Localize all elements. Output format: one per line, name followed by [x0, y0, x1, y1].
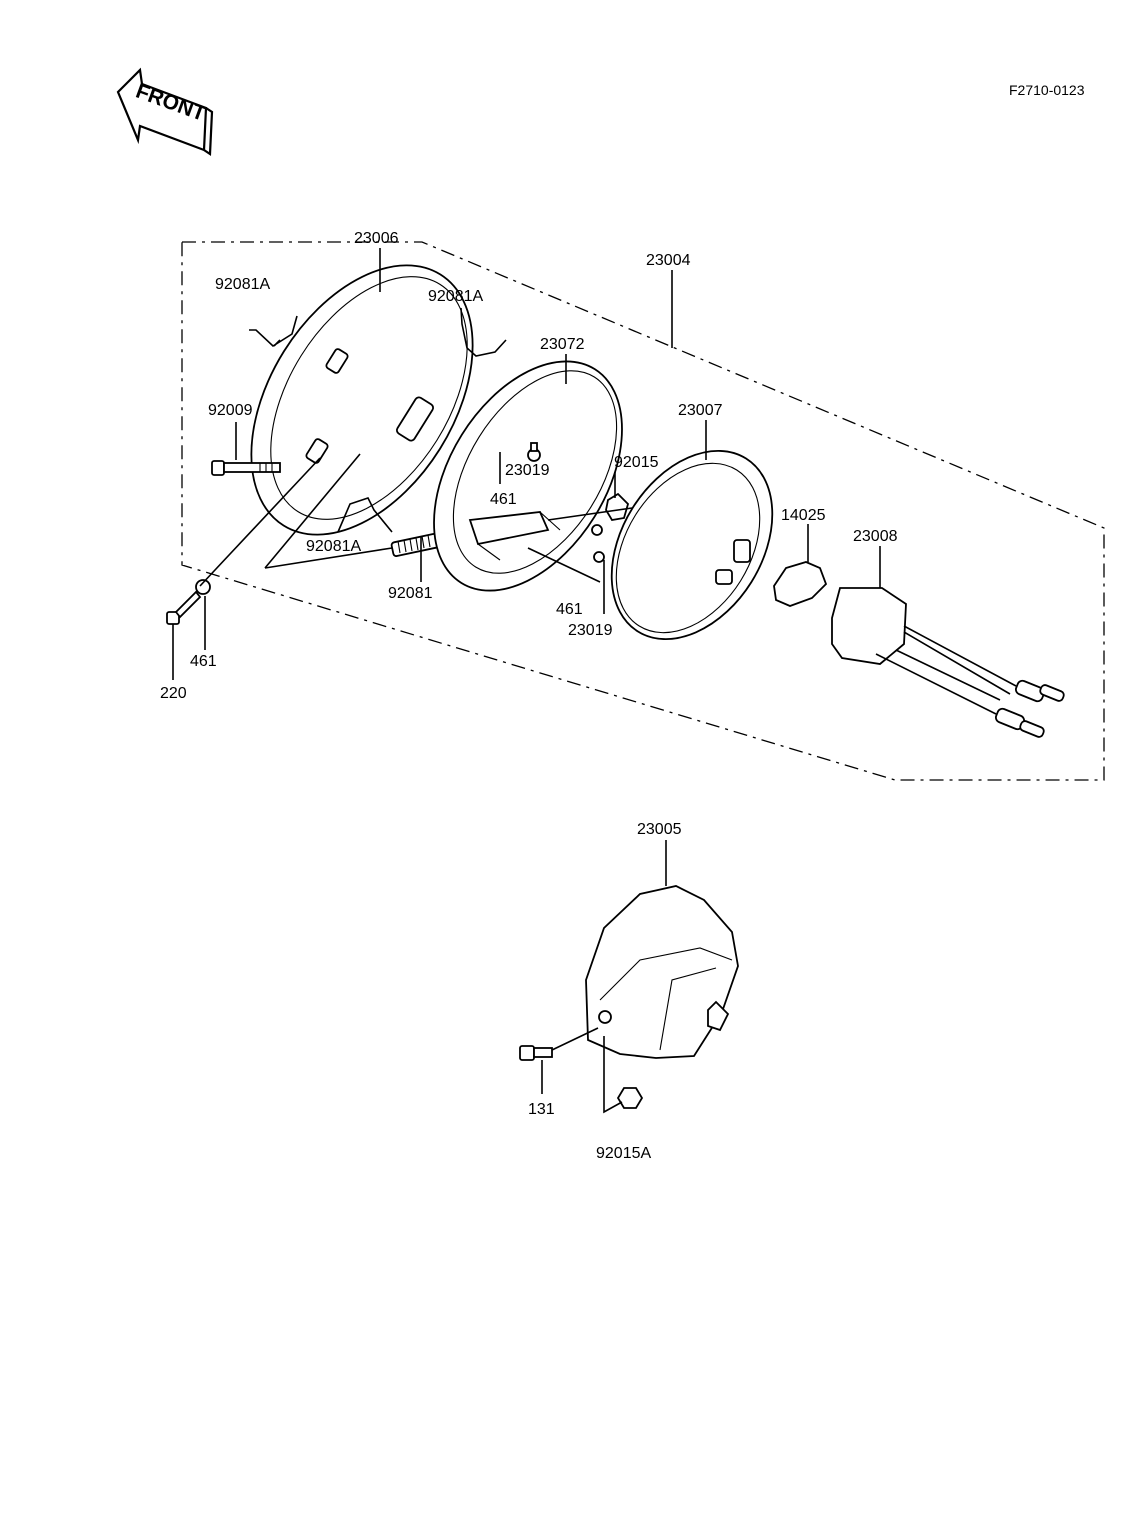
mount-ring-23072: [433, 360, 623, 592]
sealed-beam-23007: [610, 449, 774, 641]
spring-92081A-left: [249, 315, 298, 348]
label-461-left: 461: [190, 653, 217, 670]
label-23005: 23005: [637, 821, 682, 838]
label-23004: 23004: [646, 252, 691, 269]
screw-220: [166, 590, 202, 625]
nut-92015: [605, 492, 630, 521]
label-23007: 23007: [678, 402, 723, 419]
washer-461-lower: [591, 524, 603, 536]
label-92081A-right: 92081A: [428, 288, 483, 305]
assembly-outline: [181, 241, 1105, 781]
boot-14025: [773, 561, 828, 607]
nut-92015A: [616, 1087, 644, 1109]
washer-461-left: [195, 579, 211, 595]
label-131: 131: [528, 1101, 555, 1118]
label-220: 220: [160, 685, 187, 702]
label-23008: 23008: [853, 528, 898, 545]
label-23019-lower: 23019: [568, 622, 613, 639]
rim-23006: [250, 264, 474, 536]
label-461-lower: 461: [556, 601, 583, 618]
socket-23008: [831, 587, 1065, 738]
label-23072: 23072: [540, 336, 585, 353]
front-arrow-icon: FRONT: [116, 67, 214, 156]
label-23006: 23006: [354, 230, 399, 247]
label-92015A: 92015A: [596, 1145, 651, 1162]
screw-23019-upper-shank: [530, 442, 538, 452]
coil-spring-92081: [390, 533, 440, 557]
part-labels: 23004 23006 92081A 92081A 92009 23072 23…: [160, 230, 898, 1162]
label-23019-upper: 23019: [505, 462, 550, 479]
label-92081A-lower: 92081A: [306, 538, 361, 555]
bolt-92009: [211, 460, 281, 476]
housing-23005: [585, 885, 739, 1059]
spring-92081A-right: [460, 307, 507, 357]
bolt-131: [519, 1045, 553, 1061]
label-92009: 92009: [208, 402, 253, 419]
spring-92081A-lower: [337, 497, 393, 533]
diagram-code: F2710-0123: [1009, 82, 1085, 98]
label-14025: 14025: [781, 507, 826, 524]
label-92081: 92081: [388, 585, 433, 602]
label-461-upper: 461: [490, 491, 517, 508]
label-92015: 92015: [614, 454, 659, 471]
label-92081A-left: 92081A: [215, 276, 270, 293]
leader-lines: [172, 248, 881, 1114]
screw-23019-lower: [593, 551, 605, 563]
